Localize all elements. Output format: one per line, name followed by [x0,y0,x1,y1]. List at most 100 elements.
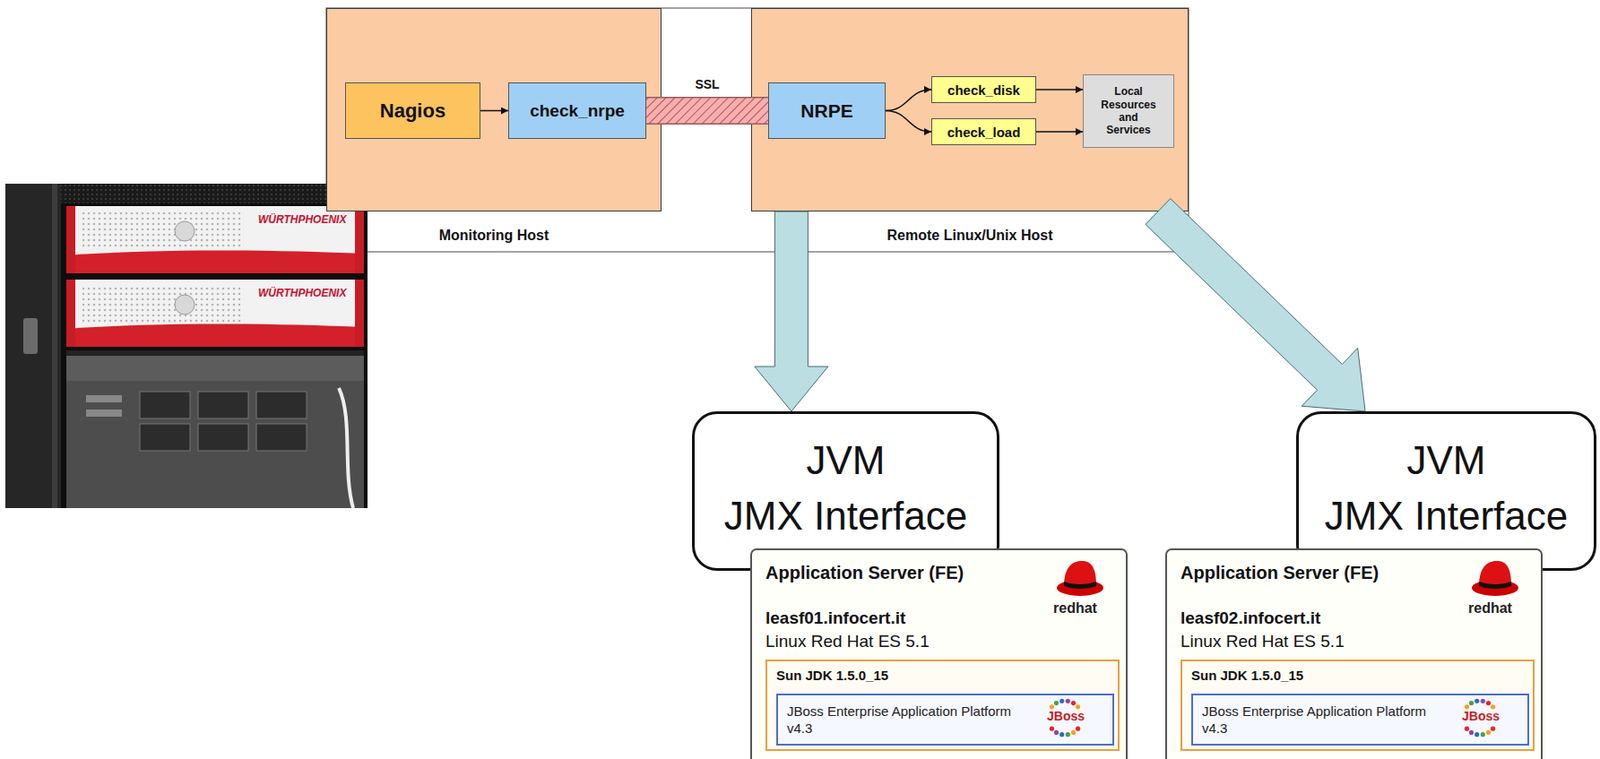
logo-dot [1490,726,1496,732]
server-vents [82,285,244,324]
logo-dot [1059,732,1064,737]
server-handle [354,279,364,347]
logo-dot [1075,704,1081,710]
logo-dot [1474,699,1479,704]
logo-text: JBoss [1046,709,1085,724]
redhat-logo [1055,557,1108,599]
server-stripe [66,250,364,275]
drive-bay [198,391,249,419]
server-handle [354,206,364,274]
logo-text: JBoss [1461,709,1500,724]
node-text: JMX Interface [1324,488,1568,545]
node-text: Linux Red Hat ES 5.1 [1180,630,1528,654]
block-arrow [1145,198,1366,412]
connector [754,211,829,412]
server-logo [174,294,195,315]
hat-crown [1478,561,1512,587]
plugin-box: check_nrpe [508,82,647,139]
platform-box: JBoss Enterprise Application Platform v4… [776,693,1115,746]
rack-door-edge [51,183,58,509]
server-card: JBoss Enterprise Application Platform v4… [1165,548,1543,759]
server-vents [82,212,244,251]
ssl-tunnel-edge [646,96,769,125]
server-handle [66,279,76,347]
node-text: Nagios [380,99,446,123]
connector [1036,131,1083,133]
drive-slot [86,395,122,403]
node-text: JVM [1407,432,1487,489]
logo-dot [1464,726,1470,732]
logo-dot [1065,699,1071,704]
node-text: JBoss Enterprise Application Platform v4… [1202,702,1445,737]
connector [646,110,769,112]
drive-bay [139,423,191,451]
node-text: Sun JDK 1.5.0_15 [1191,666,1524,685]
logo-dot [1469,730,1474,736]
server-logo [174,221,195,242]
agent-box: NRPE [768,82,886,139]
arrow-line [1036,130,1083,133]
rack-body [5,183,368,509]
logo-dot [1486,700,1491,706]
logo-dot [1075,726,1081,732]
process-box: Nagios [345,82,481,139]
connector [885,111,932,133]
logo-dot [1071,700,1076,706]
block-arrow [754,211,829,412]
brand-mark: WÜRTHPHOENIX [258,213,346,226]
cable [338,388,354,509]
host-panel: NRPE check_disk check_load Local Resources … [751,8,1189,212]
node-text: Sun JDK 1.5.0_15 [776,666,1109,685]
logo-dot [1490,704,1496,710]
check-box: check_load [931,118,1037,146]
drive-bay [256,423,307,451]
runtime-box: JBoss Enterprise Application Platform v4… [765,659,1120,752]
jvm-box: JVMJMX Interface [691,411,1000,571]
rack-latch [23,318,38,355]
node-text: check_load [947,124,1021,140]
resource-box: Local Resources and Services [1082,74,1175,148]
drive-bay [198,423,249,451]
node-text: Linux Red Hat ES 5.1 [765,630,1113,654]
server-front [66,206,364,274]
server-front [66,279,364,347]
jvm-box: JVMJMX Interface [1296,411,1597,571]
drive-slot [86,409,122,417]
node-text: Local Resources and Services [1095,85,1162,138]
node-text: check_nrpe [529,101,625,122]
logo-dot [1049,704,1055,710]
logo-dot [1480,732,1486,737]
connector [1145,198,1366,412]
logo-dot [1054,700,1059,706]
rack-door [5,183,61,509]
logo-dot [1469,700,1474,706]
logo-text: redhat [1468,600,1513,617]
node-text: JBoss Enterprise Application Platform v4… [787,702,1030,737]
edge-label: SSL [691,77,722,92]
arrow-line [1036,88,1083,91]
rack-divider [66,350,364,356]
logo-dot [1486,730,1491,736]
connector [1036,89,1083,91]
node-text: NRPE [800,100,853,122]
host-panel: Nagioscheck_nrpeMonitoring Host [326,8,662,212]
server-stripe [66,324,364,348]
check-box: check_disk [931,76,1037,104]
storage-server [66,355,364,509]
server-card: JBoss Enterprise Application Platform v4… [750,548,1128,759]
arrow-line [885,111,932,133]
connector [885,89,932,112]
drive-bay [139,391,191,419]
logo-dot [1049,726,1055,732]
logo-dot [1480,699,1486,704]
platform-box: JBoss Enterprise Application Platform v4… [1191,693,1530,746]
brand-mark: WÜRTHPHOENIX [258,286,346,300]
hat-crown [1063,561,1097,587]
arrow-line [480,110,509,113]
node-text: Remote Linux/Unix Host [887,227,1054,244]
redhat-logo [1470,557,1523,599]
node-text: Application Server (FE) [765,561,1113,585]
outer-frame [326,8,1189,252]
logo-text: redhat [1053,600,1098,617]
node-text: JMX Interface [724,488,968,545]
